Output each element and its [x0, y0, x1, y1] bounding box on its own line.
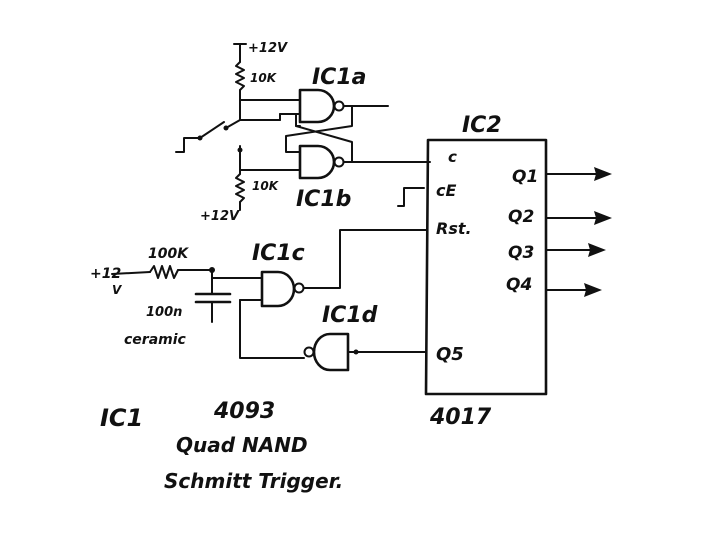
ic2-pin-q5: Q5 — [436, 344, 464, 365]
footer-line1: Quad NAND — [176, 433, 308, 457]
top-pullup-resistor — [233, 43, 247, 105]
gate-ic1d-label: IC1d — [322, 303, 378, 328]
left-supply-label: +12 — [90, 266, 121, 282]
output-q4: Q4 — [506, 275, 532, 295]
footer-line2: Schmitt Trigger. — [164, 469, 343, 493]
reset-resistor — [111, 265, 215, 279]
top-supply-label: +12V — [248, 41, 288, 56]
ic2-pin-rst: Rst. — [436, 219, 472, 238]
bottom-pullup-resistor — [235, 145, 245, 211]
capacitor-value: 100n — [146, 305, 182, 320]
nand-gate-ic1b — [239, 144, 431, 180]
output-q1: Q1 — [512, 167, 538, 187]
gate-ic1c-label: IC1c — [252, 241, 305, 266]
left-supply-unit: V — [112, 283, 123, 297]
output-arrows — [545, 167, 612, 297]
ic2-pin-ce: cE — [436, 181, 456, 200]
ic2-part-number: 4017 — [429, 405, 492, 430]
pushbutton-switch — [175, 103, 241, 153]
bottom-resistor-label: 10K — [252, 179, 280, 193]
output-q2: Q2 — [508, 207, 534, 227]
bottom-supply-label: +12V — [200, 209, 240, 224]
gate-ic1b-label: IC1b — [296, 187, 351, 212]
top-resistor-label: 10K — [250, 71, 278, 85]
ic2-counter-box — [424, 138, 548, 396]
ic2-pin-c: c — [448, 148, 457, 166]
nand-gate-ic1a — [239, 88, 389, 124]
nand-gate-ic1d — [239, 299, 427, 372]
footer-ic1-part: 4093 — [213, 399, 275, 424]
reset-resistor-label: 100K — [148, 246, 189, 262]
gate-ic1a-label: IC1a — [312, 65, 366, 90]
ic2-title: IC2 — [462, 113, 502, 138]
ce-ground-symbol — [397, 187, 425, 207]
footer-ic1: IC1 — [100, 404, 143, 432]
reset-capacitor — [194, 269, 232, 323]
capacitor-type: ceramic — [124, 332, 187, 348]
latch-cross-coupling — [285, 105, 353, 163]
output-q3: Q3 — [508, 243, 534, 263]
nand-gate-ic1c — [211, 229, 427, 308]
